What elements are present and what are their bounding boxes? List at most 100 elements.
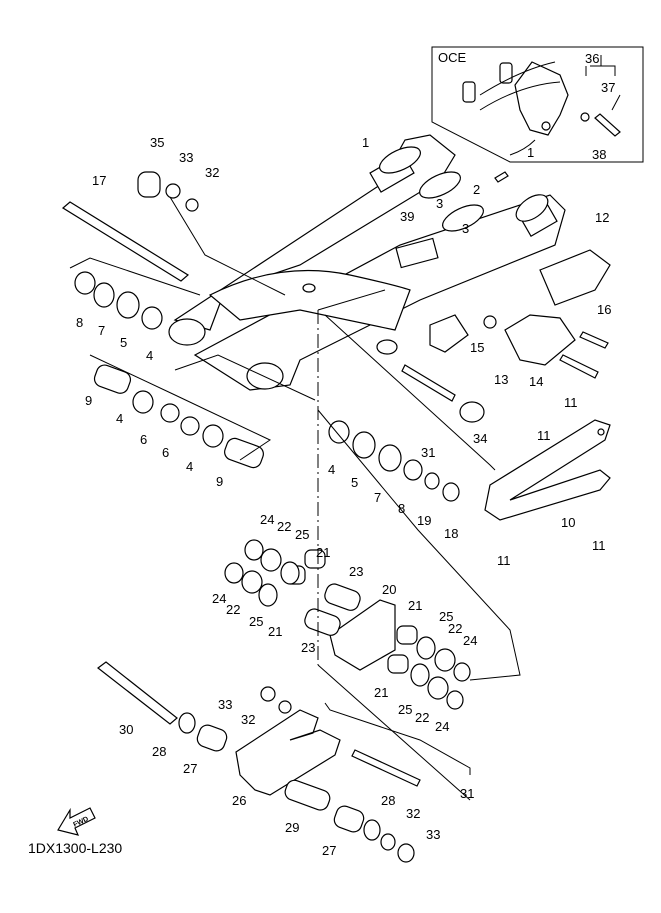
callout: 32 (241, 712, 255, 727)
callout: 7 (98, 323, 105, 338)
part-4c (202, 424, 224, 448)
part-4d (328, 420, 350, 444)
part-13 (504, 314, 576, 366)
part-25a (280, 561, 300, 585)
part-22c (434, 648, 456, 672)
callout: 4 (186, 459, 193, 474)
callout: 36 (585, 51, 599, 66)
part-8a (74, 271, 96, 295)
part-32-mid (278, 700, 292, 714)
callout: 8 (76, 315, 83, 330)
guide-line (317, 664, 471, 801)
part-5b (352, 431, 376, 459)
guide-line (324, 702, 471, 775)
callout: 27 (322, 843, 336, 858)
part-25d (410, 663, 430, 687)
part-31b (351, 749, 421, 787)
callout: 28 (152, 744, 166, 759)
part-30 (97, 661, 178, 725)
callout: 13 (494, 372, 508, 387)
callout: 22 (415, 710, 429, 725)
callout: 31 (421, 445, 435, 460)
part-33-top (165, 183, 181, 199)
callout: 11 (537, 428, 551, 443)
callout: 27 (183, 761, 197, 776)
part-7b (378, 444, 402, 472)
part-31a (401, 364, 456, 402)
part-9b (224, 437, 264, 469)
part-8b (403, 459, 423, 481)
part-22d (427, 676, 449, 700)
part-28a (178, 712, 196, 734)
part-23b (304, 608, 341, 636)
part-29 (284, 779, 331, 811)
part-33-mid (260, 686, 276, 702)
callout: 18 (444, 526, 458, 541)
fwd-arrow-icon: FWD (57, 807, 96, 836)
callout: 21 (268, 624, 282, 639)
callout: 17 (92, 173, 106, 188)
callout: 15 (470, 340, 484, 355)
callout: 12 (595, 210, 609, 225)
callout: 11 (497, 553, 511, 568)
part-28b (363, 819, 381, 841)
drawing-code: 1DX1300-L230 (28, 840, 122, 856)
guide-line (324, 314, 496, 471)
callout: 29 (285, 820, 299, 835)
part-7a (93, 282, 115, 308)
callout: 14 (529, 374, 543, 389)
callout: 5 (120, 335, 127, 350)
guide-line (89, 354, 272, 461)
callout: 24 (260, 512, 274, 527)
callout: 22 (448, 621, 462, 636)
callout: 32 (205, 165, 219, 180)
callout: 11 (592, 538, 606, 553)
part-22a (260, 548, 282, 572)
part-22b (241, 570, 263, 594)
part-5a (116, 291, 140, 319)
part-14 (559, 354, 599, 379)
part-35 (137, 171, 161, 198)
part-4a (141, 306, 163, 330)
callout: 16 (597, 302, 611, 317)
callout: 8 (398, 501, 405, 516)
callout: 21 (408, 598, 422, 613)
part-9a (93, 364, 132, 394)
part-39 (395, 237, 439, 269)
guide-line (174, 354, 316, 401)
part-19 (424, 472, 440, 490)
part-21a (304, 549, 326, 569)
callout: 30 (119, 722, 133, 737)
part-26 (235, 709, 341, 796)
callout: 25 (249, 614, 263, 629)
part-21d (387, 654, 409, 674)
callout: 3 (462, 221, 469, 236)
guide-line (317, 409, 521, 681)
callout: 22 (226, 602, 240, 617)
part-11-top (597, 428, 605, 436)
callout: 9 (85, 393, 92, 408)
callout: 39 (400, 209, 414, 224)
callout: 26 (232, 793, 246, 808)
callout: 4 (146, 348, 153, 363)
callout: 21 (374, 685, 388, 700)
callout: 33 (179, 150, 193, 165)
callout: 37 (601, 80, 615, 95)
part-12 (539, 249, 611, 306)
callout: 33 (426, 827, 440, 842)
callout: 32 (406, 806, 420, 821)
callout: 1 (527, 145, 534, 160)
callout: 25 (398, 702, 412, 717)
callout: 25 (295, 527, 309, 542)
callout: 20 (382, 582, 396, 597)
part-4b (132, 390, 154, 414)
part-3b (442, 204, 484, 232)
callout: 1 (362, 135, 369, 150)
callout: 7 (374, 490, 381, 505)
callout: 2 (473, 182, 480, 197)
part-24a (244, 539, 264, 561)
callout: 34 (473, 431, 487, 446)
callout: 11 (564, 395, 578, 410)
callout: 21 (316, 545, 330, 560)
callout: 23 (301, 640, 315, 655)
